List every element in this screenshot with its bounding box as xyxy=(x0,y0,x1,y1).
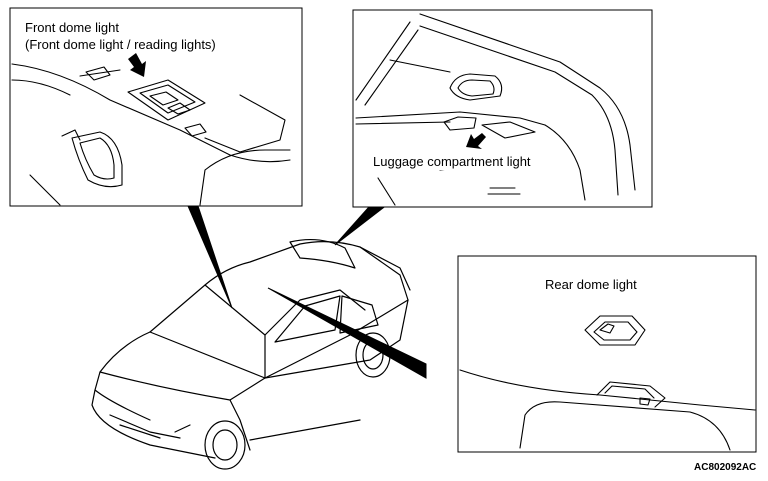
callout-pointers xyxy=(187,205,427,379)
rear-dome-label: Rear dome light xyxy=(545,277,637,292)
pointer-front-dome xyxy=(187,205,233,309)
car-illustration xyxy=(91,238,411,470)
figure-code: AC802092AC xyxy=(694,462,757,473)
rear-dome-panel xyxy=(457,255,757,453)
front-dome-arrow xyxy=(128,53,146,77)
pointer-rear-dome xyxy=(267,287,427,379)
front-dome-title: Front dome light xyxy=(25,20,119,35)
luggage-arrow xyxy=(466,133,486,149)
front-dome-panel xyxy=(9,7,303,207)
pointer-luggage xyxy=(334,207,385,246)
luggage-panel xyxy=(352,9,653,208)
front-dome-subtitle: (Front dome light / reading lights) xyxy=(25,37,216,52)
luggage-light-label: Luggage compartment light xyxy=(372,154,532,170)
